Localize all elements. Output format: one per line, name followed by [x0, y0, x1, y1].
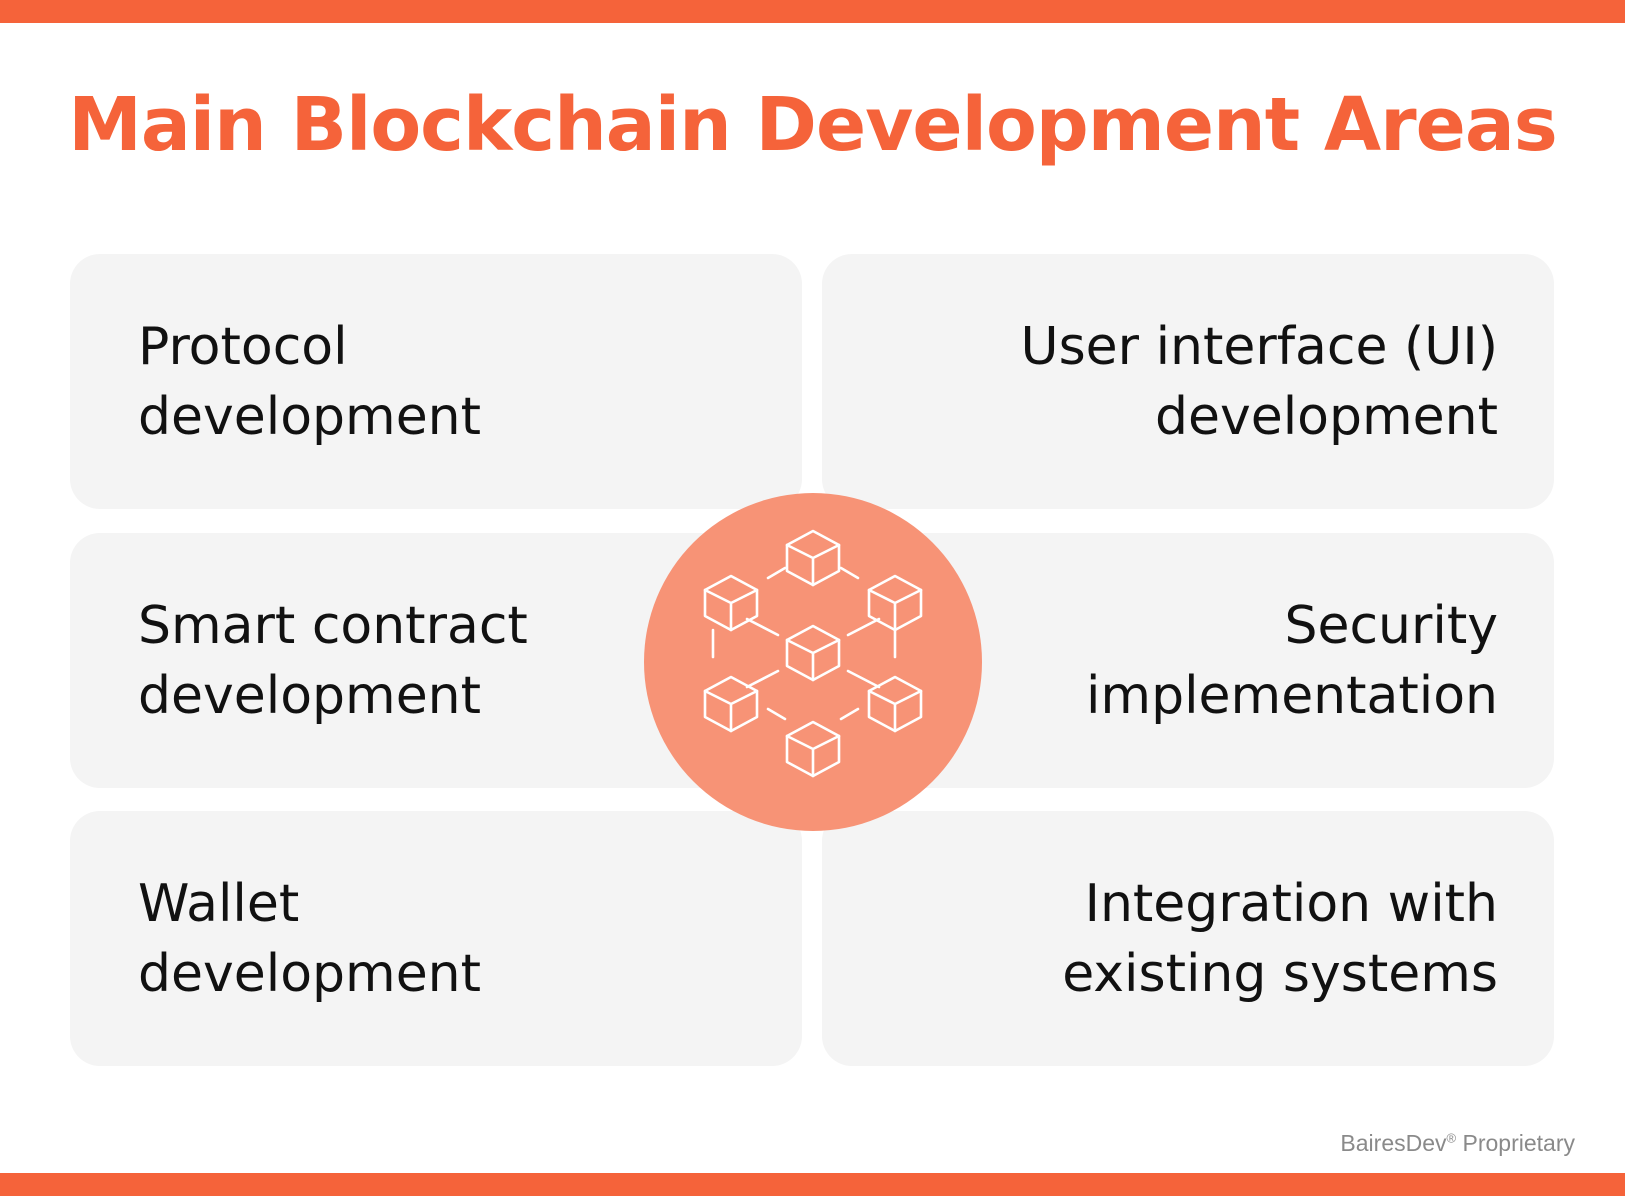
blockchain-hub	[644, 493, 982, 831]
cube-links	[711, 566, 897, 721]
footer-brand: BairesDev	[1340, 1130, 1447, 1156]
cube-center	[785, 624, 841, 682]
cube-lower-left	[703, 675, 759, 733]
area-card-protocol: Protocol development	[70, 254, 802, 509]
cube-lower-right	[867, 675, 923, 733]
cube-upper-left	[703, 574, 759, 632]
area-card-integration: Integration with existing systems	[822, 811, 1554, 1066]
registered-mark: ®	[1446, 1130, 1457, 1146]
area-label-wallet: Wallet development	[138, 873, 482, 1004]
area-label-ui: User interface (UI) development	[1020, 316, 1498, 447]
area-label-integration: Integration with existing systems	[1062, 873, 1498, 1004]
cube-bottom	[785, 720, 841, 778]
footer-suffix: Proprietary	[1456, 1130, 1576, 1156]
top-accent-bar	[0, 0, 1625, 23]
cube-upper-right	[867, 574, 923, 632]
area-card-ui: User interface (UI) development	[822, 254, 1554, 509]
bottom-accent-bar	[0, 1173, 1625, 1196]
blockchain-network-icon	[703, 529, 923, 778]
area-card-wallet: Wallet development	[70, 811, 802, 1066]
proprietary-footer: BairesDev® Proprietary	[1340, 1130, 1575, 1157]
page-title: Main Blockchain Development Areas	[68, 82, 1558, 168]
area-label-smart-contract: Smart contract development	[138, 595, 528, 726]
area-label-protocol: Protocol development	[138, 316, 482, 447]
area-label-security: Security implementation	[1085, 595, 1498, 726]
cube-top	[785, 529, 841, 587]
